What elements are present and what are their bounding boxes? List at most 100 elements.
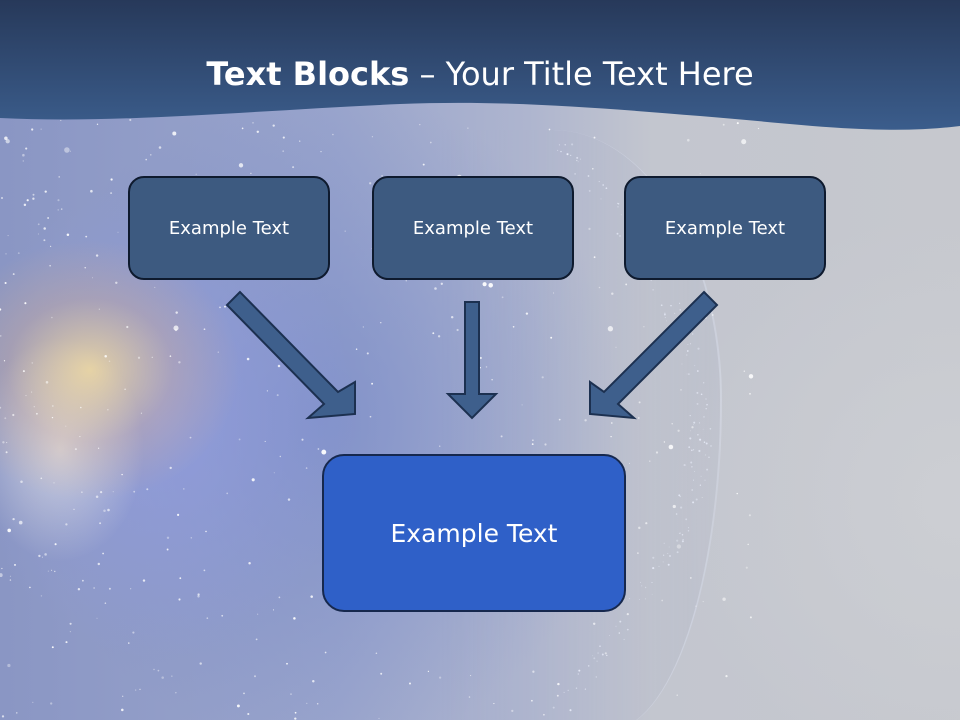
face-glitter-dot	[617, 202, 619, 205]
star-dot	[320, 150, 322, 153]
star-dot	[99, 522, 102, 525]
star-dot	[133, 490, 136, 493]
star-dot	[369, 182, 372, 185]
star-dot	[203, 569, 206, 572]
star-dot	[7, 528, 11, 533]
star-dot	[169, 466, 172, 470]
star-dot	[177, 513, 180, 517]
star-dot	[91, 277, 94, 279]
star-dot	[246, 357, 250, 361]
star-dot	[9, 579, 12, 581]
star-dot	[310, 595, 313, 598]
star-dot	[625, 283, 628, 286]
star-dot	[699, 173, 701, 175]
face-glitter-dot	[680, 506, 683, 509]
star-dot	[671, 422, 673, 425]
star-dot	[332, 133, 334, 136]
face-glitter-dot	[627, 600, 629, 602]
star-dot	[254, 675, 256, 678]
star-dot	[60, 208, 63, 210]
star-dot	[29, 586, 31, 589]
face-glitter-dot	[689, 414, 691, 417]
star-dot	[501, 296, 504, 299]
face-glitter-dot	[592, 655, 594, 657]
face-glitter-dot	[709, 427, 712, 430]
face-glitter-dot	[693, 479, 694, 481]
star-dot	[97, 447, 100, 449]
star-dot	[197, 595, 200, 598]
star-dot	[689, 576, 692, 579]
face-glitter-dot	[696, 402, 699, 405]
face-glitter-dot	[587, 175, 590, 177]
face-glitter-dot	[673, 312, 676, 314]
star-dot	[50, 702, 53, 705]
star-dot	[175, 311, 178, 314]
face-glitter-dot	[620, 214, 622, 216]
face-glitter-dot	[639, 598, 641, 600]
star-dot	[748, 514, 751, 517]
star-dot	[37, 233, 39, 235]
star-dot	[355, 348, 358, 350]
star-dot	[643, 326, 645, 328]
arrow-center-down	[445, 301, 499, 420]
star-dot	[375, 652, 378, 654]
star-dot	[236, 704, 240, 708]
star-dot	[266, 390, 269, 392]
face-glitter-dot	[688, 446, 691, 449]
face-glitter-dot	[558, 144, 560, 146]
star-dot	[172, 131, 177, 136]
face-glitter-dot	[705, 442, 708, 445]
face-glitter-dot	[552, 706, 555, 709]
face-glitter-dot	[608, 634, 611, 637]
star-dot	[645, 522, 648, 525]
star-dot	[264, 440, 266, 442]
top-box-right-label: Example Text	[664, 217, 786, 239]
star-dot	[128, 642, 130, 644]
bottom-box: Example Text	[322, 454, 626, 612]
star-dot	[6, 442, 8, 444]
star-dot	[199, 662, 202, 665]
star-dot	[54, 543, 57, 546]
face-glitter-dot	[576, 156, 579, 159]
arrow-left-diagonal	[225, 290, 356, 420]
face-glitter-dot	[600, 198, 602, 200]
star-dot	[5, 253, 7, 255]
face-glitter-dot	[578, 669, 581, 672]
star-dot	[380, 672, 383, 675]
star-dot	[122, 695, 124, 697]
face-glitter-dot	[616, 232, 619, 235]
face-glitter-dot	[693, 421, 696, 424]
star-dot	[98, 308, 100, 310]
star-dot	[272, 124, 275, 127]
star-dot	[628, 462, 631, 464]
face-glitter-dot	[669, 555, 671, 557]
star-dot	[722, 123, 725, 126]
star-dot	[206, 617, 209, 619]
face-glitter-dot	[681, 540, 684, 543]
star-dot	[369, 415, 372, 418]
title-dash: –	[409, 55, 446, 93]
star-dot	[592, 622, 596, 626]
star-dot	[154, 286, 156, 288]
star-dot	[126, 325, 129, 329]
title-bold-part: Text Blocks	[206, 55, 410, 93]
arrow-right-diagonal	[589, 290, 719, 420]
star-dot	[440, 282, 443, 285]
star-dot	[104, 602, 107, 604]
face-glitter-dot	[697, 434, 699, 436]
star-dot	[439, 676, 442, 679]
face-glitter-dot	[700, 393, 703, 396]
star-dot	[532, 670, 535, 673]
face-glitter-dot	[704, 479, 706, 481]
star-dot	[16, 712, 18, 714]
face-glitter-dot	[695, 498, 698, 501]
face-glitter-dot	[692, 501, 695, 504]
star-dot	[290, 693, 292, 695]
face-glitter-dot	[691, 489, 694, 491]
star-dot	[58, 176, 60, 178]
star-dot	[77, 587, 81, 591]
star-dot	[221, 614, 224, 617]
star-dot	[470, 675, 472, 677]
